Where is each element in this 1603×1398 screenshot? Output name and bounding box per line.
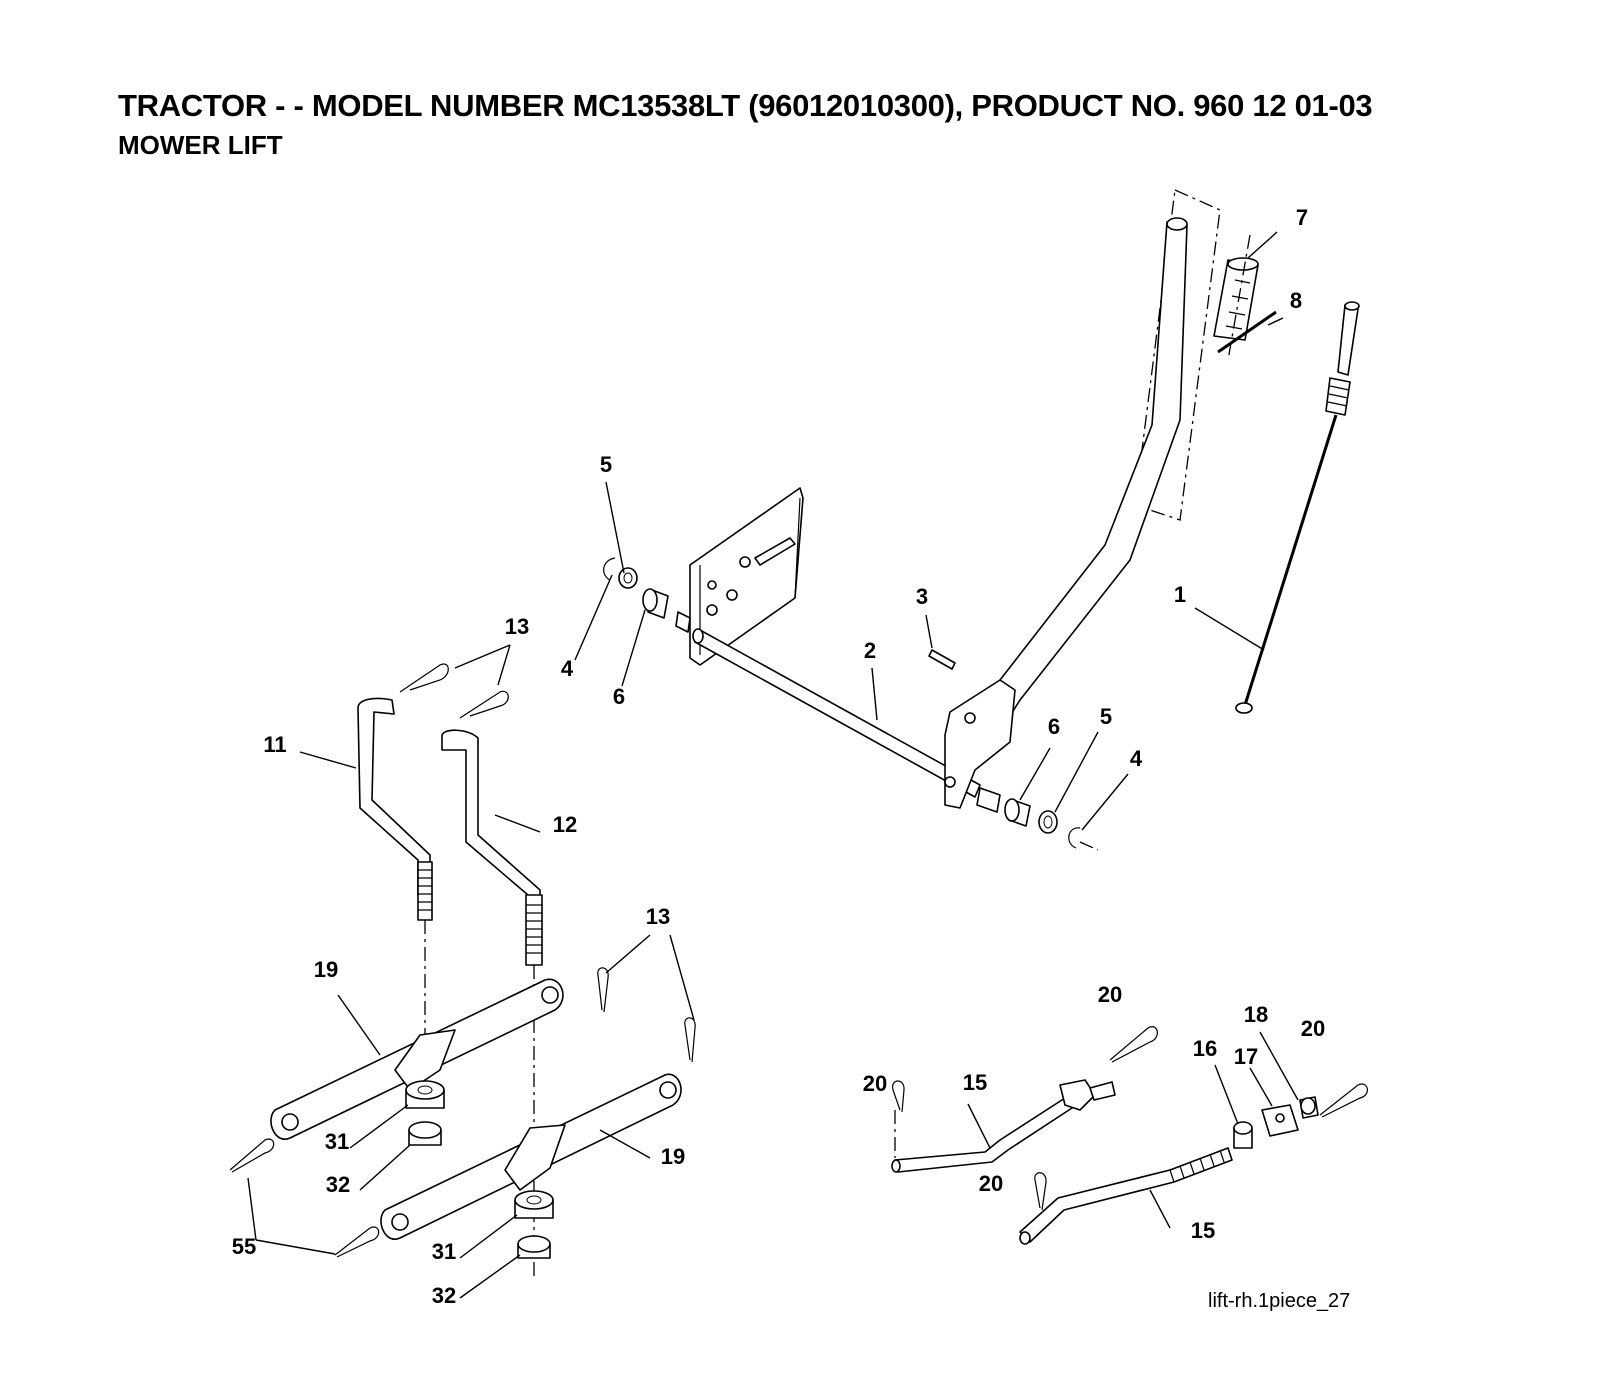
callout-20-mid: 20 (979, 1171, 1003, 1196)
hair-pins-20 (892, 1026, 1368, 1211)
lift-rod-part (1235, 301, 1360, 714)
callout-6-left: 6 (613, 684, 625, 709)
roll-pin-part (928, 649, 956, 670)
hair-pins-upper (399, 663, 509, 719)
callout-4-right: 4 (1130, 746, 1143, 771)
callout-5-right: 5 (1100, 704, 1112, 729)
right-bushing-set (976, 787, 1099, 851)
handle-grip-part (1213, 234, 1259, 361)
adjustment-rod-lower-part (1019, 1147, 1233, 1245)
left-bushing-set (603, 557, 691, 633)
lift-shaft-part (692, 628, 981, 798)
callout-32-lower: 32 (432, 1283, 456, 1308)
callout-3: 3 (916, 584, 928, 609)
adjuster-nut-18 (1299, 1096, 1319, 1119)
callout-20-left: 20 (863, 1071, 887, 1096)
spacer-and-nut-upper (405, 1080, 445, 1146)
adjuster-nut-16 (1233, 1121, 1253, 1149)
handle-phantom-outline (1134, 189, 1221, 521)
callout-labels: 1 2 3 4 5 6 7 8 6 5 4 11 12 13 13 19 19 … (232, 205, 1325, 1308)
callout-20-top: 20 (1098, 982, 1122, 1007)
callout-19-upper: 19 (314, 957, 338, 982)
callout-2: 2 (864, 638, 876, 663)
callout-13-arms: 13 (646, 904, 670, 929)
pivot-bracket-plate-part (689, 487, 804, 666)
callout-4-left: 4 (561, 656, 574, 681)
callout-15-upper: 15 (963, 1070, 987, 1095)
callout-15-lower: 15 (1191, 1218, 1215, 1243)
callout-12: 12 (553, 812, 577, 837)
lift-arm-upper-part (270, 978, 564, 1140)
hair-pins-arms (597, 967, 696, 1063)
adjustment-rod-upper-part (891, 1079, 1116, 1173)
drawing-id: lift-rh.1piece_27 (1208, 1290, 1351, 1312)
callout-11: 11 (263, 732, 286, 757)
callout-19-lower: 19 (661, 1144, 685, 1169)
callout-1: 1 (1174, 582, 1186, 607)
callout-55: 55 (232, 1234, 256, 1259)
callout-6-right: 6 (1048, 714, 1060, 739)
lift-arm-lower-part (380, 1073, 682, 1240)
adjuster-block-17 (1261, 1104, 1299, 1137)
callout-31-lower: 31 (432, 1239, 456, 1264)
lift-link-12-part (441, 729, 543, 1280)
callout-20-right: 20 (1301, 1016, 1325, 1041)
callout-31-upper: 31 (325, 1129, 349, 1154)
callout-13-upper: 13 (505, 614, 529, 639)
callout-7: 7 (1296, 205, 1308, 230)
callout-17: 17 (1234, 1044, 1258, 1069)
lift-link-11-part (357, 697, 433, 1090)
callout-8: 8 (1290, 288, 1302, 313)
hair-pins-55 (229, 1138, 380, 1258)
callout-5-left: 5 (600, 452, 612, 477)
callout-32-upper: 32 (326, 1172, 350, 1197)
callout-18: 18 (1244, 1002, 1268, 1027)
spacer-and-nut-lower (514, 1190, 554, 1259)
leader-lines (247, 231, 1299, 1299)
spring-pin-part (1217, 310, 1277, 354)
callout-16: 16 (1193, 1036, 1217, 1061)
page-subtitle: MOWER LIFT (118, 130, 283, 160)
lever-base-bracket-part (944, 679, 1016, 809)
page-title: TRACTOR - - MODEL NUMBER MC13538LT (9601… (118, 88, 1373, 123)
